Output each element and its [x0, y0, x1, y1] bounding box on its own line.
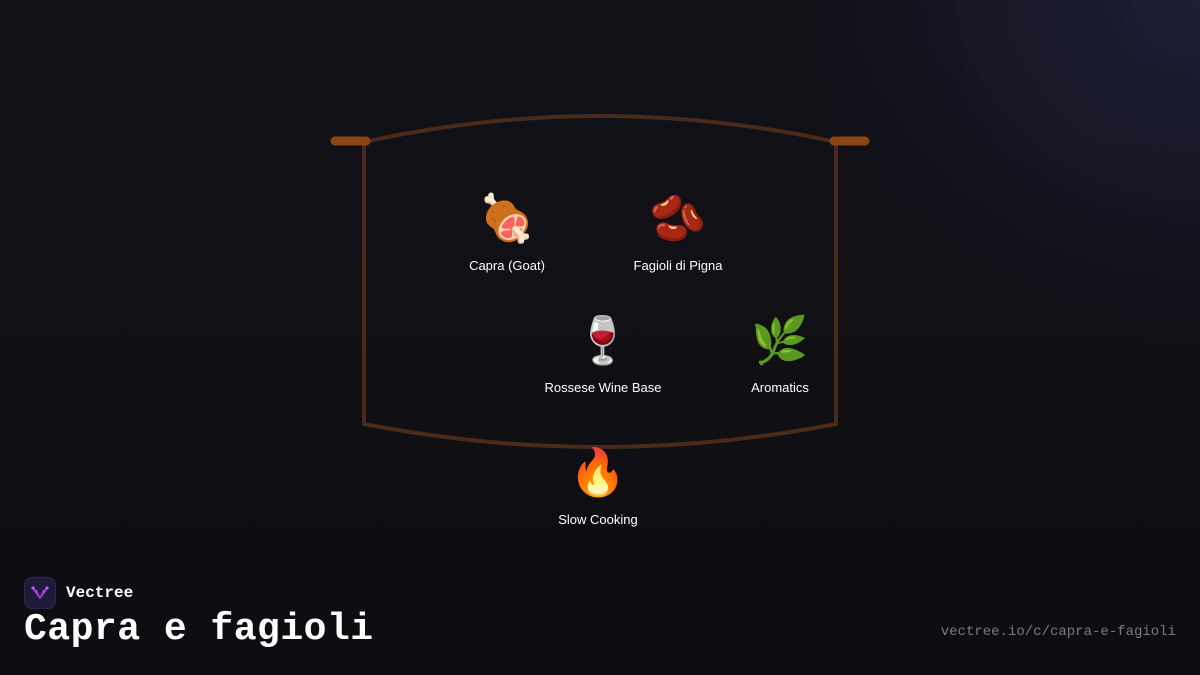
- ingredient-label: Rossese Wine Base: [544, 380, 662, 395]
- ingredient-goat: 🍖 Capra (Goat): [469, 190, 545, 273]
- ingredient-aromatics: 🌿 Aromatics: [751, 312, 809, 395]
- meat-on-bone-icon: 🍖: [478, 191, 536, 245]
- ingredient-wine: 🍷 Rossese Wine Base: [544, 312, 661, 395]
- ingredient-label: Capra (Goat): [469, 258, 545, 273]
- pot-body: [362, 114, 838, 449]
- ingredient-label: Fagioli di Pigna: [633, 258, 723, 273]
- herb-icon: 🌿: [751, 313, 809, 367]
- beans-icon: 🫘: [649, 191, 707, 245]
- ingredient-label: Aromatics: [751, 380, 809, 395]
- wine-glass-icon: 🍷: [574, 313, 632, 367]
- page-url[interactable]: vectree.io/c/capra-e-fagioli: [940, 624, 1176, 640]
- ingredient-beans: 🫘 Fagioli di Pigna: [634, 190, 723, 273]
- vectree-logo-mark: [31, 586, 49, 599]
- heat-source: 🔥 Slow Cooking: [558, 444, 638, 527]
- heat-label: Slow Cooking: [558, 512, 638, 527]
- brand[interactable]: Vectree: [24, 577, 133, 609]
- vectree-logo-icon: [24, 577, 56, 609]
- page-title: Capra e fagioli: [24, 608, 374, 651]
- brand-name: Vectree: [66, 584, 134, 602]
- fire-icon: 🔥: [569, 445, 627, 499]
